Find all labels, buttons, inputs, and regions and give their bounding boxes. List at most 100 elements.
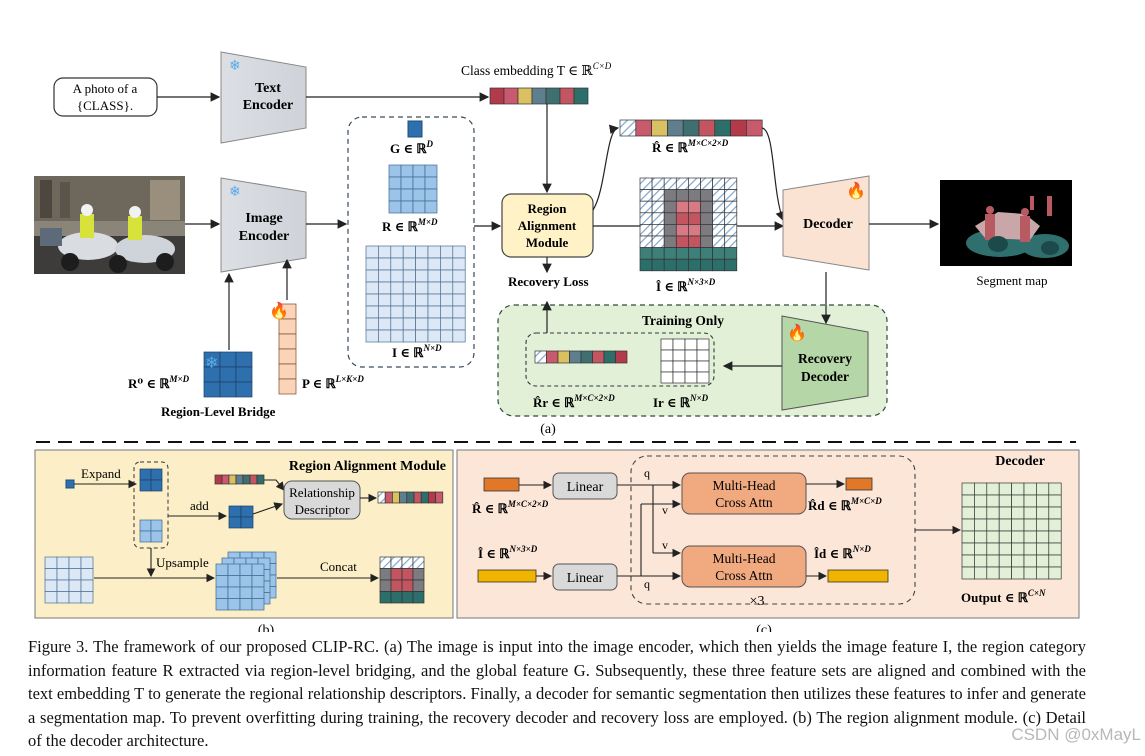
mhca-bottom-line-1: Multi-Head <box>713 551 776 566</box>
grid-cell <box>412 164 426 178</box>
grid-cell <box>675 212 689 225</box>
grid-cell <box>278 363 297 380</box>
grid-cell <box>639 258 653 272</box>
vector-cell <box>406 491 415 504</box>
figure-caption: Figure 3. The framework of our proposed … <box>28 637 1086 751</box>
grid-cell <box>1036 494 1050 508</box>
segment-map-label: Segment map <box>976 273 1047 288</box>
vector-cell <box>242 474 251 485</box>
grid-cell <box>378 269 392 283</box>
grid-cell <box>986 494 1000 508</box>
grid-cell <box>651 247 665 260</box>
grid-cell <box>998 518 1012 532</box>
ihat-grid <box>639 177 738 272</box>
grid-cell <box>639 247 653 260</box>
ihat-label: Î ∈ ℝN×3×D <box>656 277 716 294</box>
grid-cell <box>986 482 1000 496</box>
grid-cell <box>974 482 988 496</box>
grid-cell <box>961 554 975 568</box>
grid-cell <box>378 305 392 319</box>
grid-cell <box>1048 518 1062 532</box>
grid-cell <box>639 200 653 214</box>
grid-cell <box>700 200 713 214</box>
vector-cell <box>746 119 763 137</box>
grid-cell <box>440 329 454 343</box>
mhca-top-line-1: Multi-Head <box>713 478 776 493</box>
rd-label: R̂d ∈ ℝM×C×D <box>808 496 882 513</box>
grid-cell <box>427 269 441 283</box>
grid-cell <box>452 317 466 331</box>
grid-cell <box>663 224 677 237</box>
recovery-decoder-line-2: Decoder <box>801 369 849 384</box>
grid-cell <box>986 566 1000 580</box>
grid-cell <box>379 591 392 604</box>
vector-cell <box>531 87 547 105</box>
grid-cell <box>1011 554 1025 568</box>
grid-cell <box>390 568 403 581</box>
grid-cell <box>240 516 254 529</box>
grid-cell <box>974 566 988 580</box>
r0-grid <box>203 351 253 398</box>
grid-cell <box>639 235 653 248</box>
grid-cell <box>402 305 416 319</box>
grid-cell <box>401 568 414 581</box>
grid-cell <box>379 579 392 592</box>
trainable-flame-icon: 🔥 <box>787 323 807 342</box>
grid-cell <box>452 269 466 283</box>
vector-cell <box>399 491 408 504</box>
grid-cell <box>427 281 441 295</box>
stack-cell <box>227 563 241 576</box>
input-image <box>34 176 185 274</box>
grid-cell <box>688 177 701 190</box>
class-embedding-vector <box>489 87 589 105</box>
grid-cell <box>228 505 242 518</box>
grid-cell <box>663 200 677 214</box>
grid-cell <box>1023 518 1037 532</box>
grid-cell <box>961 518 975 532</box>
recovered-r-vector <box>534 350 628 364</box>
grid-cell <box>1023 554 1037 568</box>
grid-cell <box>427 293 441 307</box>
grid-cell <box>1036 566 1050 580</box>
grid-cell <box>424 176 438 190</box>
vector-cell <box>545 87 561 105</box>
region-alignment-module: Region Alignment Module <box>501 193 594 258</box>
stack-cell <box>251 575 265 588</box>
repeat-label: ×3 <box>750 594 765 609</box>
grid-cell <box>412 556 425 569</box>
grid-cell <box>440 257 454 271</box>
grid-cell <box>427 245 441 259</box>
grid-cell <box>365 329 379 343</box>
grid-cell <box>998 482 1012 496</box>
grid-cell <box>452 329 466 343</box>
grid-cell <box>56 591 70 604</box>
stack-cell <box>215 598 229 611</box>
rd-token <box>845 477 873 491</box>
grid-cell <box>1036 530 1050 544</box>
grid-cell <box>688 247 701 260</box>
grid-cell <box>998 566 1012 580</box>
vector-cell <box>698 119 716 137</box>
grid-cell <box>402 269 416 283</box>
grid-cell <box>68 568 82 581</box>
output-label: Output ∈ ℝC×N <box>961 588 1046 605</box>
vector-cell <box>489 87 505 105</box>
text-prompt-box: A photo of a {CLASS}. <box>53 77 158 117</box>
expand-group <box>133 461 169 549</box>
grid-cell <box>390 329 404 343</box>
vector-cell <box>214 474 223 485</box>
grid-cell <box>415 329 429 343</box>
grid-cell <box>412 176 426 190</box>
r-label: R ∈ ℝM×D <box>382 217 438 234</box>
i-label: I ∈ ℝN×D <box>392 343 442 360</box>
grid-cell <box>700 235 713 248</box>
grid-cell <box>378 317 392 331</box>
c-ihat-label: Î ∈ ℝN×3×D <box>478 544 538 561</box>
grid-cell <box>712 258 726 272</box>
vector-cell <box>428 491 436 504</box>
grid-cell <box>1036 482 1050 496</box>
region-feature-grid <box>388 164 438 214</box>
grid-cell <box>672 360 686 373</box>
grid-cell <box>415 317 429 331</box>
grid-cell <box>440 269 454 283</box>
